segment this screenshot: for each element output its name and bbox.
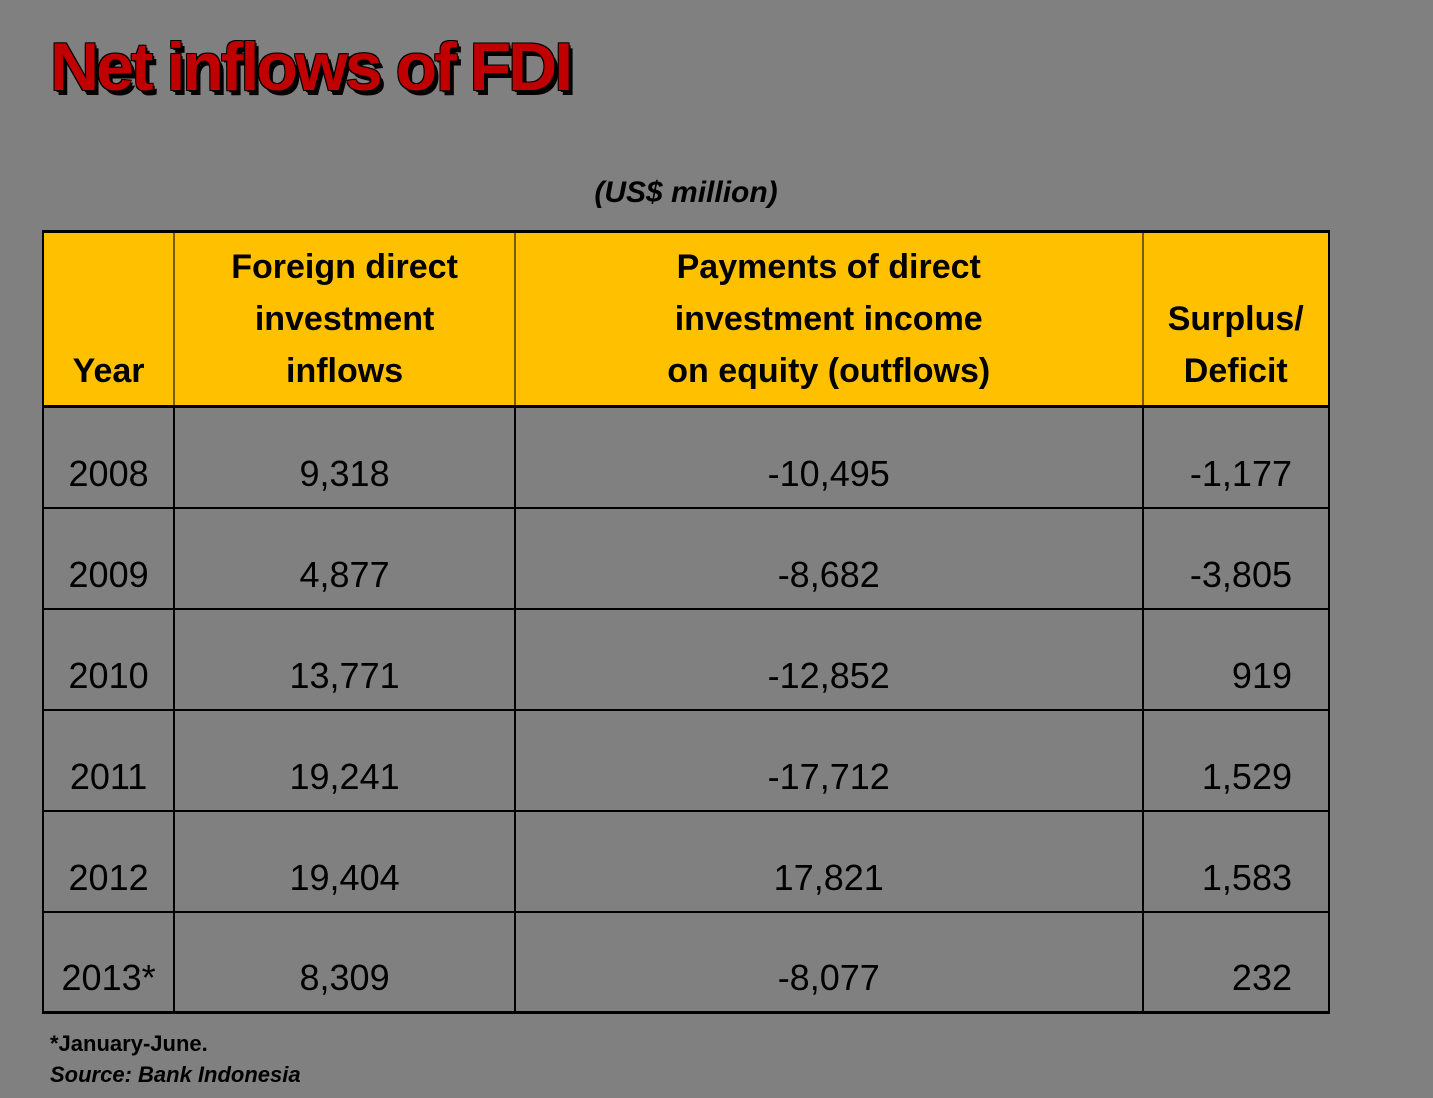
inflows-cell: 19,404	[173, 809, 516, 913]
surplus-cell: -3,805	[1141, 506, 1331, 610]
year-cell: 2011	[41, 708, 176, 812]
units-subtitle: (US$ million)	[594, 176, 778, 209]
year-cell: 2008	[41, 405, 176, 509]
outflows-cell: 17,821	[513, 809, 1144, 913]
column-header-inflows: Foreign direct investment inflows	[173, 230, 516, 408]
table-header-row: Year Foreign direct investment inflows P…	[41, 230, 1331, 408]
surplus-cell: 1,529	[1141, 708, 1331, 812]
inflows-cell: 8,309	[173, 910, 516, 1014]
table-row: 2008 9,318 -10,495 -1,177	[41, 405, 1331, 509]
surplus-cell: -1,177	[1141, 405, 1331, 509]
inflows-cell: 13,771	[173, 607, 516, 711]
year-cell: 2010	[41, 607, 176, 711]
surplus-cell: 1,583	[1141, 809, 1331, 913]
surplus-cell: 919	[1141, 607, 1331, 711]
table-row: 2009 4,877 -8,682 -3,805	[41, 506, 1331, 610]
page-title: Net inflows of FDI	[50, 29, 573, 105]
footnote-source: Source: Bank Indonesia	[50, 1062, 301, 1087]
outflows-cell: -12,852	[513, 607, 1144, 711]
outflows-cell: -8,077	[513, 910, 1144, 1014]
table-row: 2011 19,241 -17,712 1,529	[41, 708, 1331, 812]
footnotes: *January-June. Source: Bank Indonesia	[50, 1028, 301, 1090]
outflows-cell: -10,495	[513, 405, 1144, 509]
inflows-cell: 4,877	[173, 506, 516, 610]
footnote-period: *January-June.	[50, 1031, 208, 1056]
table-row: 2013* 8,309 -8,077 232	[41, 910, 1331, 1014]
table-row: 2010 13,771 -12,852 919	[41, 607, 1331, 711]
outflows-cell: -8,682	[513, 506, 1144, 610]
inflows-cell: 9,318	[173, 405, 516, 509]
column-header-outflows: Payments of direct investment income on …	[513, 230, 1144, 408]
year-cell: 2013*	[41, 910, 176, 1014]
column-header-surplus: Surplus/ Deficit	[1141, 230, 1331, 408]
year-cell: 2009	[41, 506, 176, 610]
fdi-table: Year Foreign direct investment inflows P…	[41, 230, 1331, 1014]
column-header-year: Year	[41, 230, 176, 408]
inflows-cell: 19,241	[173, 708, 516, 812]
table-row: 2012 19,404 17,821 1,583	[41, 809, 1331, 913]
outflows-cell: -17,712	[513, 708, 1144, 812]
surplus-cell: 232	[1141, 910, 1331, 1014]
year-cell: 2012	[41, 809, 176, 913]
